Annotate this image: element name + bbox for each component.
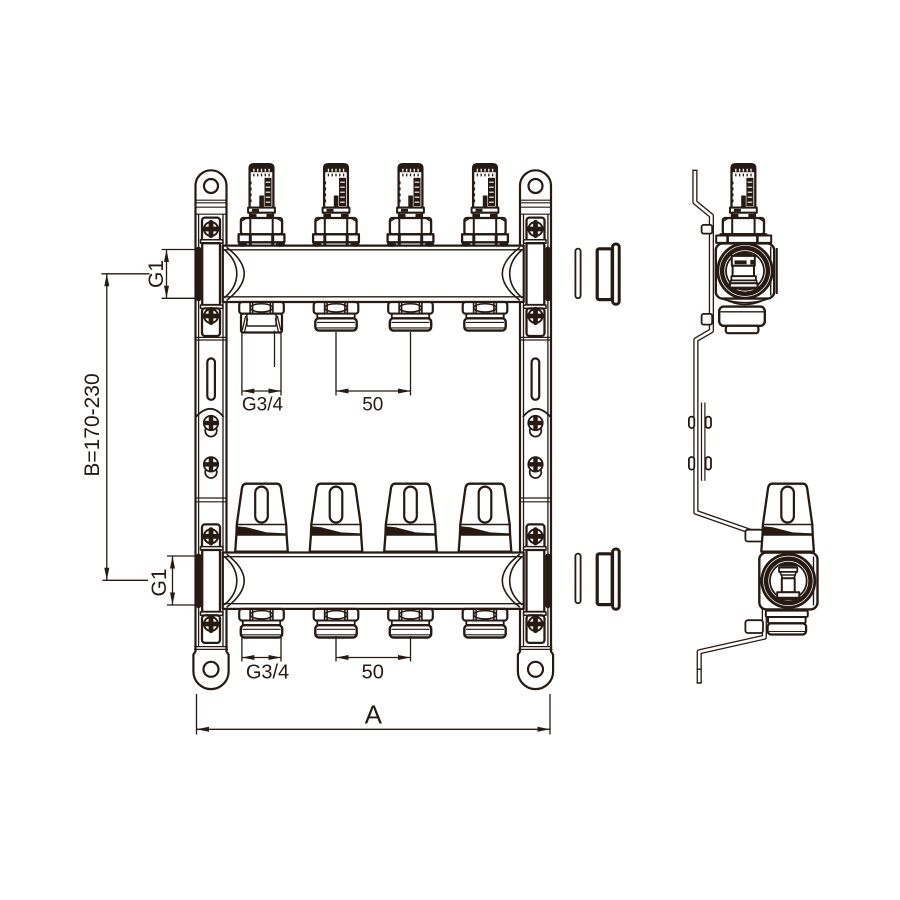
svg-text:G3/4: G3/4 bbox=[246, 662, 289, 684]
svg-text:A: A bbox=[365, 700, 383, 730]
svg-text:G3/4: G3/4 bbox=[242, 395, 284, 416]
svg-text:50: 50 bbox=[362, 395, 383, 416]
svg-text:G1: G1 bbox=[148, 568, 171, 596]
svg-text:B=170-230: B=170-230 bbox=[81, 373, 104, 476]
svg-text:G1: G1 bbox=[145, 260, 168, 288]
svg-text:50: 50 bbox=[362, 662, 384, 684]
